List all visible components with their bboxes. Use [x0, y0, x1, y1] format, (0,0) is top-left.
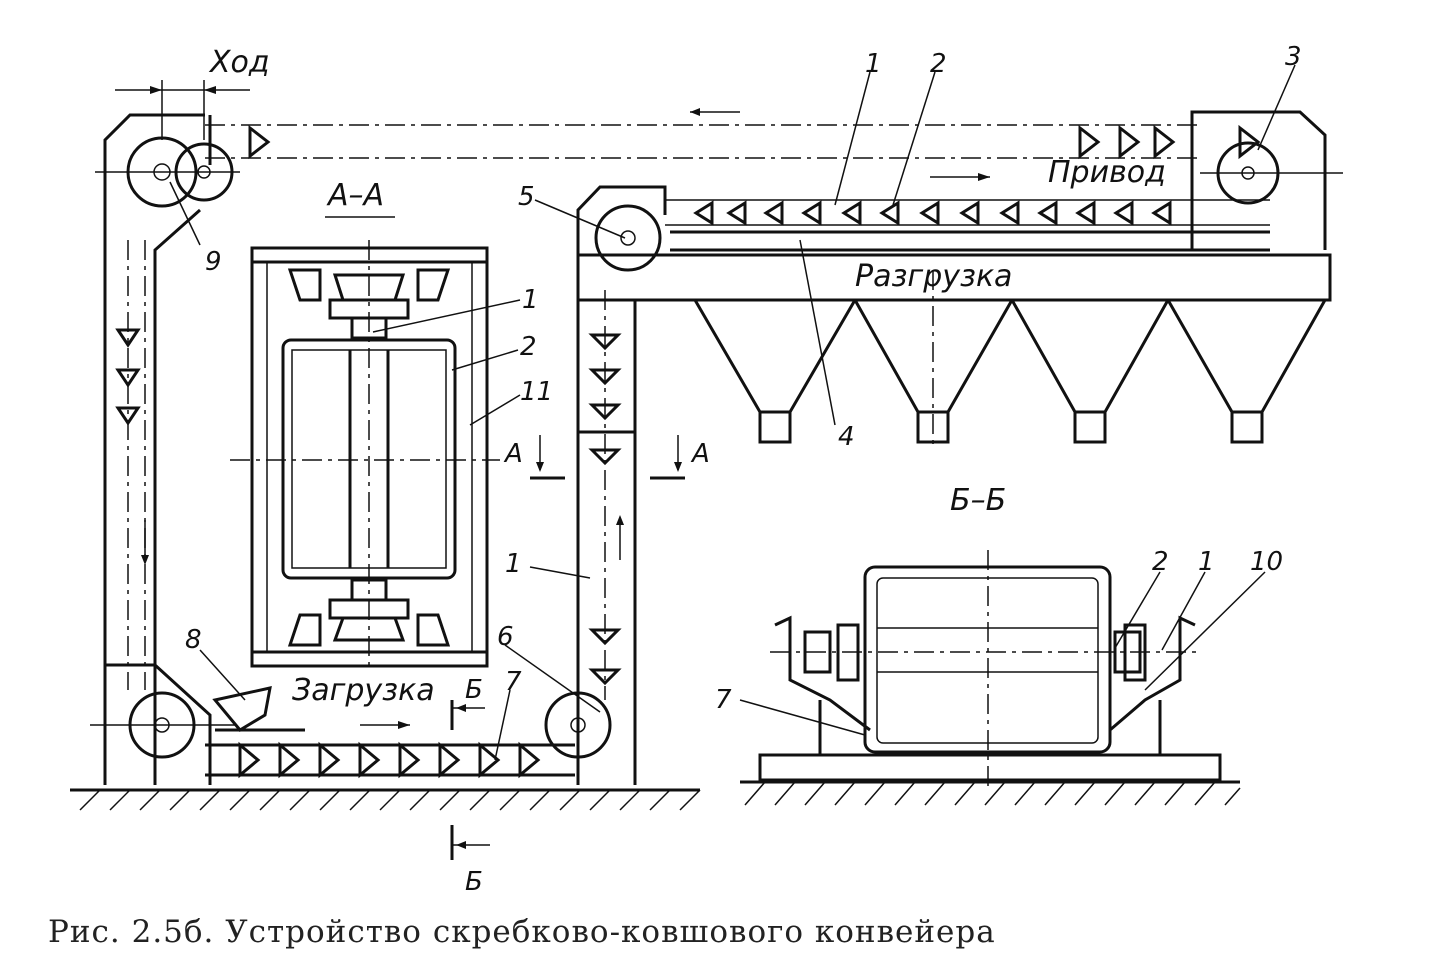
callout-7-bb: 7: [715, 685, 732, 715]
callout-1-top: 1: [865, 49, 882, 79]
callout-3: 3: [1285, 42, 1302, 72]
vertical-conveyor-column: [578, 290, 637, 785]
callout-1-aa: 1: [522, 285, 539, 315]
unloading-hoppers: [693, 270, 1327, 450]
stroke-dimension: [115, 80, 250, 140]
tension-sprocket-9: [95, 136, 240, 208]
label-cut-a-right: А: [690, 439, 710, 469]
label-cut-b-top: Б: [465, 675, 483, 705]
section-aa: [230, 216, 500, 670]
left-column-frame: [103, 113, 212, 785]
callout-2-aa: 2: [520, 332, 537, 362]
label-section-bb: Б–Б: [950, 483, 1006, 518]
figure-caption: Рис. 2.5б. Устройство скребково-ковшовог…: [48, 914, 996, 950]
label-loading: Загрузка: [292, 673, 435, 708]
callout-11-aa: 11: [520, 377, 553, 407]
cut-marks-b: [450, 700, 490, 860]
bottom-loading-run: [205, 721, 575, 779]
label-unloading: Разгрузка: [855, 259, 1012, 294]
bottom-left-sprocket: [90, 691, 235, 759]
callout-4: 4: [838, 422, 855, 452]
callout-7-main: 7: [505, 667, 522, 697]
cut-marks-a: [530, 435, 685, 480]
callout-1-bb: 1: [1198, 547, 1215, 577]
drive-housing: [1190, 110, 1343, 250]
ground-bb: [740, 780, 1241, 806]
callout-2-bb: 2: [1152, 547, 1169, 577]
horizontal-conveyor: [576, 185, 1332, 785]
label-drive: Привод: [1048, 155, 1166, 190]
label-cut-b-bottom: Б: [465, 867, 483, 897]
leader-lines: [169, 64, 1296, 761]
callout-5: 5: [518, 182, 535, 212]
scrapers-upper-run: [693, 173, 1172, 226]
callout-1-vertical: 1: [505, 549, 522, 579]
top-return-chain: [205, 108, 1200, 160]
label-section-aa: А–А: [326, 178, 384, 213]
sprocket-6: [544, 691, 612, 759]
callout-9: 9: [205, 247, 222, 277]
loading-hopper-8: [212, 686, 305, 732]
callout-10-bb: 10: [1250, 547, 1283, 577]
label-cut-a-left: А: [503, 439, 523, 469]
label-stroke: Ход: [208, 45, 270, 80]
left-column-buckets: [115, 328, 149, 565]
callout-6: 6: [497, 622, 514, 652]
section-bb: [758, 550, 1222, 790]
callout-2-top: 2: [930, 49, 947, 79]
callout-8: 8: [185, 625, 202, 655]
ground-main: [70, 788, 701, 811]
